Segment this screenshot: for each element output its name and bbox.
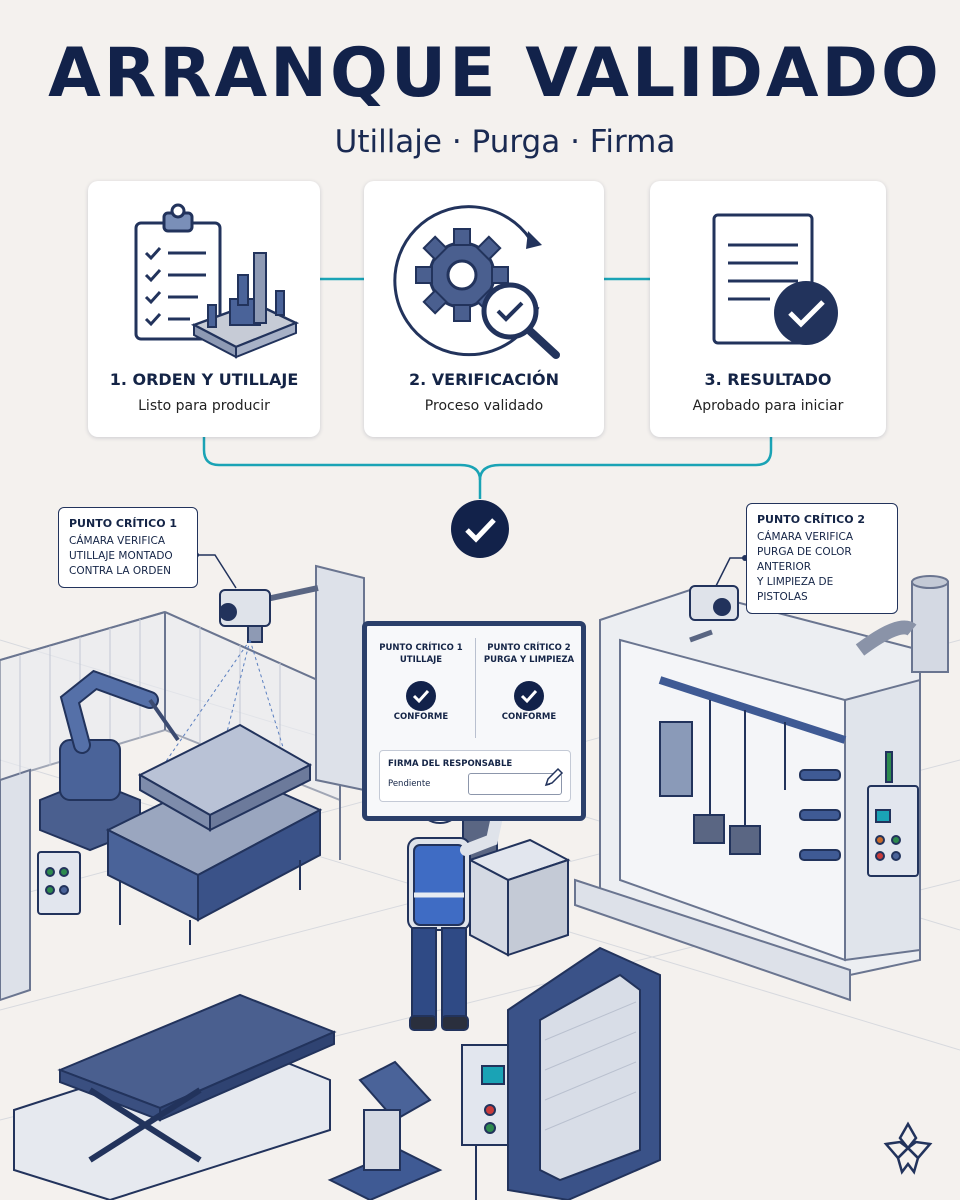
fence-post-right bbox=[315, 564, 365, 792]
callout-line: CÁMARA VERIFICA bbox=[757, 531, 854, 543]
callout-line: CÁMARA VERIFICA bbox=[69, 535, 166, 547]
step-card-verificacion: 2. VERIFICACIÓN Proceso validado bbox=[364, 181, 604, 437]
callout-title: PUNTO CRÍTICO 2 bbox=[757, 513, 866, 526]
page-title: ARRANQUE VALIDADO bbox=[48, 34, 942, 113]
bottom-machine bbox=[327, 1060, 443, 1200]
hanger-rail bbox=[658, 676, 847, 855]
document-check-icon bbox=[712, 213, 838, 345]
callout-line: UTILLAJE MONTADO bbox=[69, 550, 173, 562]
screen-divider bbox=[475, 638, 476, 738]
screen-col-1-sub: UTILLAJE bbox=[399, 655, 443, 665]
control-box-left bbox=[37, 851, 81, 915]
step-title: 3. RESULTADO bbox=[704, 370, 832, 389]
fixture-table bbox=[105, 723, 323, 945]
check-icon bbox=[514, 681, 544, 711]
validated-check-icon bbox=[451, 500, 509, 558]
roller-door bbox=[507, 946, 661, 1200]
clipboard-fixture-icon bbox=[134, 203, 300, 359]
callout-line: PURGA DE COLOR ANTERIOR bbox=[757, 546, 852, 573]
gear-magnifier-icon bbox=[393, 205, 560, 359]
camera-1 bbox=[219, 585, 319, 643]
spray-guns bbox=[799, 769, 841, 861]
screen-col-1: PUNTO CRÍTICO 1 UTILLAJE bbox=[371, 642, 471, 666]
screen-status-2: CONFORME bbox=[501, 712, 557, 722]
step-subtitle: Proceso validado bbox=[424, 398, 544, 414]
callout-2-leader bbox=[715, 557, 745, 587]
step-card-resultado: 3. RESULTADO Aprobado para iniciar bbox=[650, 181, 886, 437]
signature-panel: FIRMA DEL RESPONSABLE Pendiente bbox=[379, 750, 571, 802]
signature-field[interactable] bbox=[468, 773, 562, 795]
check-icon bbox=[406, 681, 436, 711]
callout-punto-critico-1: PUNTO CRÍTICO 1 CÁMARA VERIFICA UTILLAJE… bbox=[58, 507, 198, 588]
brand-logo-icon bbox=[883, 1121, 933, 1175]
camera-2 bbox=[689, 585, 739, 643]
step-title: 2. VERIFICACIÓN bbox=[408, 370, 560, 389]
screen-col-2-title: PUNTO CRÍTICO 2 bbox=[487, 643, 571, 653]
page-subtitle: Utillaje · Purga · Firma bbox=[334, 124, 676, 160]
callout-title: PUNTO CRÍTICO 1 bbox=[69, 517, 178, 530]
callout-line: CONTRA LA ORDEN bbox=[69, 565, 172, 577]
step-card-orden-utillaje: 1. ORDEN Y UTILLAJE Listo para producir bbox=[88, 181, 320, 437]
signature-label: FIRMA DEL RESPONSABLE bbox=[388, 759, 513, 769]
screen-col-2-sub: PURGA Y LIMPIEZA bbox=[483, 655, 575, 665]
screen-status-1: CONFORME bbox=[393, 712, 449, 722]
validation-screen: PUNTO CRÍTICO 1 UTILLAJE CONFORME PUNTO … bbox=[362, 621, 586, 821]
booth-control-panel bbox=[867, 751, 919, 877]
callout-punto-critico-2: PUNTO CRÍTICO 2 CÁMARA VERIFICA PURGA DE… bbox=[746, 503, 898, 614]
callout-line: Y LIMPIEZA DE PISTOLAS bbox=[757, 576, 834, 603]
screen-col-2: PUNTO CRÍTICO 2 PURGA Y LIMPIEZA bbox=[479, 642, 579, 666]
signature-status: Pendiente bbox=[388, 779, 431, 789]
step-subtitle: Listo para producir bbox=[138, 398, 270, 414]
lift-table bbox=[13, 993, 337, 1200]
step-title: 1. ORDEN Y UTILLAJE bbox=[109, 370, 299, 389]
screen-col-1-title: PUNTO CRÍTICO 1 bbox=[379, 643, 463, 653]
callout-1-leader bbox=[196, 554, 237, 589]
process-connectors bbox=[202, 277, 773, 499]
pen-icon[interactable] bbox=[542, 767, 564, 789]
step-subtitle: Aprobado para iniciar bbox=[692, 398, 844, 414]
